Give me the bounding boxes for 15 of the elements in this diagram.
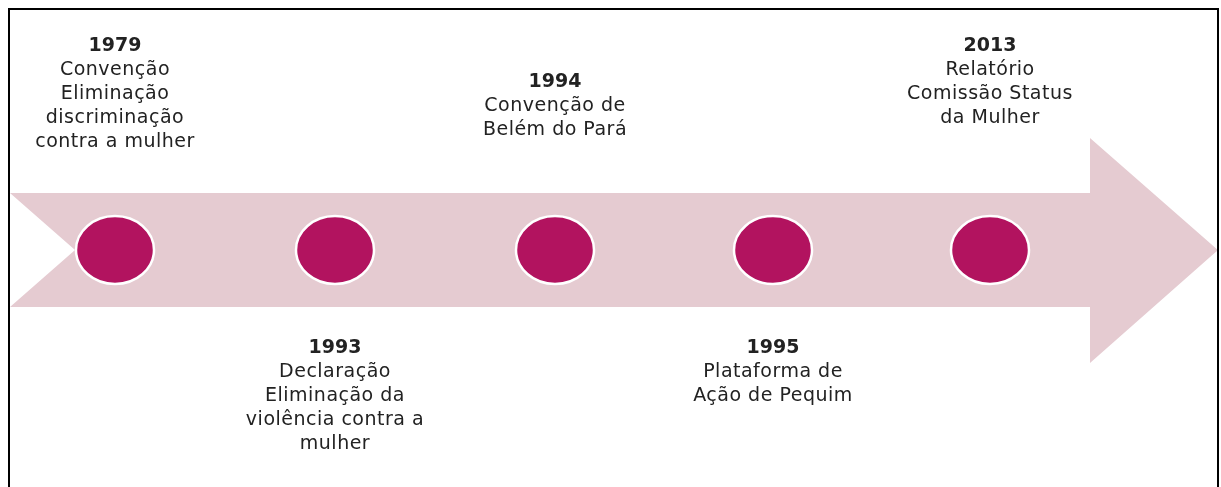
event-label: Plataforma de Ação de Pequim bbox=[692, 358, 854, 406]
timeline-dot bbox=[74, 214, 156, 286]
timeline-dot bbox=[294, 214, 376, 286]
event-label: Convenção Eliminação discriminação contra a mulher bbox=[34, 56, 196, 152]
event-label: Convenção de Belém do Pará bbox=[481, 92, 629, 140]
year-label: 1994 bbox=[527, 68, 583, 92]
year-label: 1995 bbox=[745, 334, 801, 358]
timeline-dot bbox=[949, 214, 1031, 286]
year-label: 1979 bbox=[87, 32, 143, 56]
timeline-dot bbox=[514, 214, 596, 286]
event-label: Declaração Eliminação da violência contra a mulher bbox=[244, 358, 426, 454]
year-label: 2013 bbox=[962, 32, 1018, 56]
timeline-dot bbox=[732, 214, 814, 286]
event-label: Relatório Comissão Status da Mulher bbox=[906, 56, 1074, 128]
year-label: 1993 bbox=[307, 334, 363, 358]
